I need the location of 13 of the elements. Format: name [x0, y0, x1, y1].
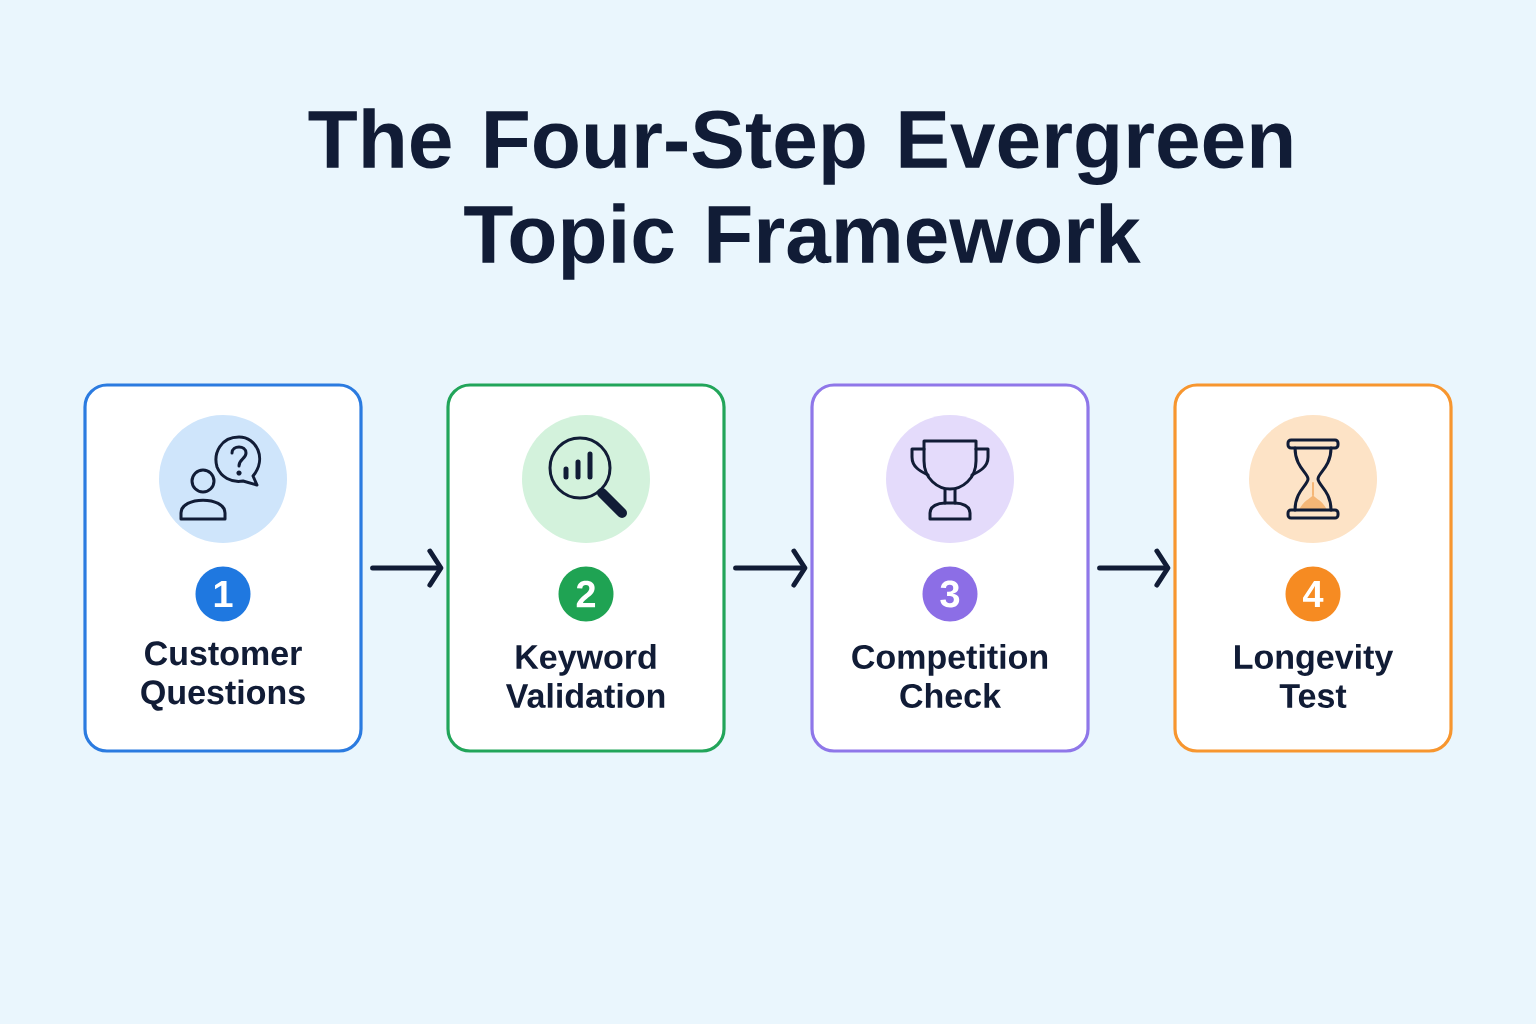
title: The Four-Step Evergreen Topic Framework: [308, 108, 1292, 280]
step-label: Longevity Test: [1235, 644, 1394, 708]
step-card: [446, 383, 726, 753]
step-card: [83, 383, 363, 753]
step-label: Keyword Validation: [505, 644, 665, 708]
step-label: Customer Questions: [141, 641, 305, 711]
number-badge: 2: [558, 566, 614, 622]
step-card: [810, 383, 1090, 753]
number-badge: 1: [195, 566, 251, 622]
number-badge: 3: [922, 566, 978, 622]
step-label: Competition Check: [852, 644, 1048, 708]
step-card: [1173, 383, 1453, 753]
number-badge: 4: [1285, 566, 1341, 622]
